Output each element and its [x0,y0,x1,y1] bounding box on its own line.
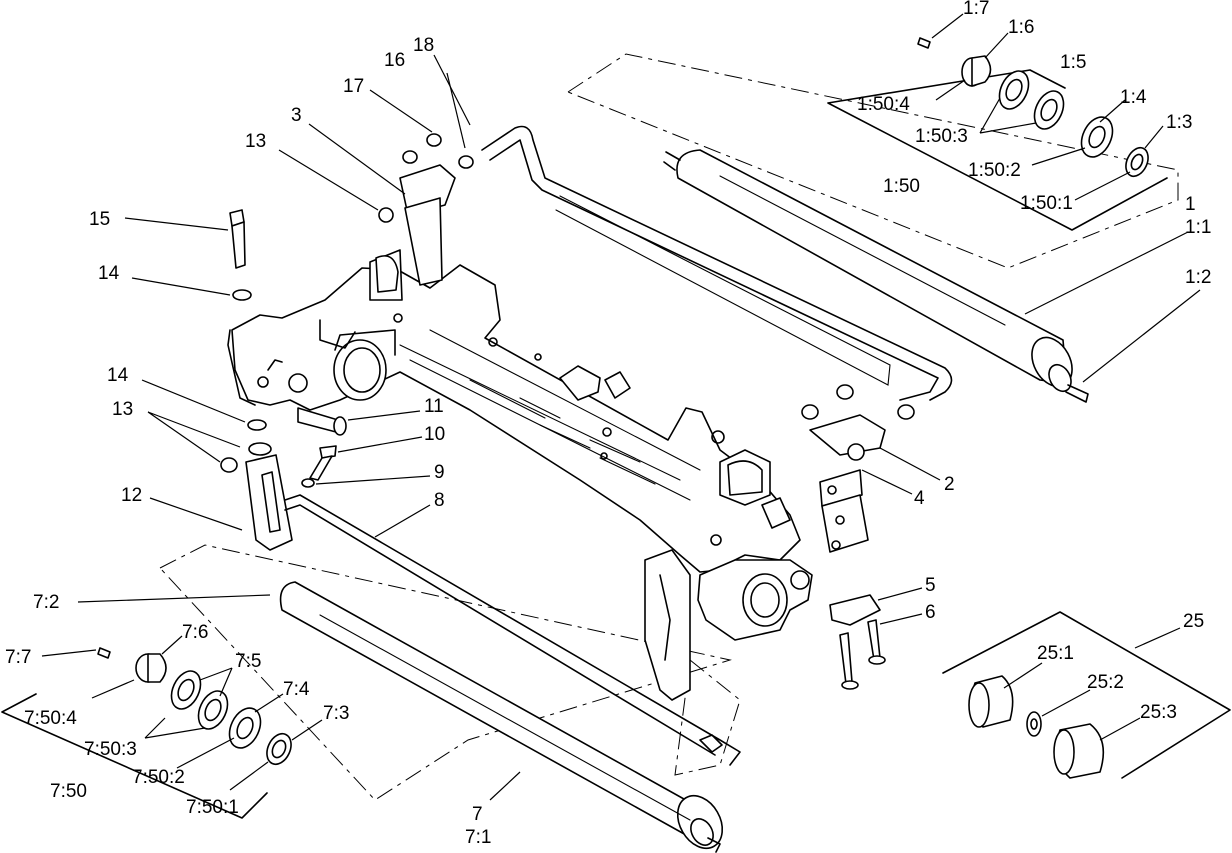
label-1-2: 1:2 [1185,267,1211,288]
label-8: 8 [434,490,445,511]
leader-lines [41,13,1201,801]
label-14-top: 14 [98,263,120,284]
label-10: 10 [424,424,445,445]
label-7-3: 7:3 [323,703,349,724]
upper-roller [663,149,1089,403]
label-4: 4 [914,488,925,509]
label-18: 18 [413,35,434,56]
label-15: 15 [89,209,110,230]
label-2: 2 [944,474,955,495]
label-25-1: 25:1 [1037,643,1074,664]
label-7-50-1: 7:50:1 [186,797,239,818]
label-7-7: 7:7 [5,647,31,668]
phantom-outlines [159,53,1179,801]
label-7-6: 7:6 [182,622,208,643]
label-13-top: 13 [245,131,266,152]
left-small-parts [220,133,474,551]
label-3: 3 [291,105,302,126]
label-7-50-2: 7:50:2 [132,767,185,788]
lower-roller [279,494,741,853]
label-1-1: 1:1 [1185,217,1211,238]
tube-rod [481,125,953,401]
upper-bearing-stack [917,37,1149,178]
label-9: 9 [434,462,445,483]
label-25: 25 [1183,611,1204,632]
label-13-mid: 13 [112,399,133,420]
label-1-50-1: 1:50:1 [1020,193,1073,214]
label-16: 16 [384,50,405,71]
label-7-5: 7:5 [235,651,261,672]
callout-labels: 1:7 1:6 1:5 1:50:4 1:4 1:50:3 1:3 1:50:2… [5,0,1211,848]
label-25-2: 25:2 [1087,672,1124,693]
label-5: 5 [925,575,936,596]
label-1-4: 1:4 [1120,87,1147,108]
label-1-50: 1:50 [883,176,920,197]
label-7-50-4: 7:50:4 [24,708,77,729]
label-1-6: 1:6 [1008,17,1034,38]
group-brackets [1,69,1231,819]
label-11: 11 [424,396,444,417]
label-7: 7 [472,804,483,825]
main-frame [227,249,813,701]
lower-bearing-stack [97,647,292,766]
label-1-5: 1:5 [1060,52,1086,73]
right-hardware [801,384,915,690]
label-7-4: 7:4 [283,679,310,700]
kit-25-parts [968,675,1105,779]
label-7-1: 7:1 [465,827,491,848]
label-1-50-3: 1:50:3 [915,126,968,147]
label-7-50: 7:50 [50,781,87,802]
label-12: 12 [121,485,142,506]
label-6: 6 [925,602,936,623]
label-7-2: 7:2 [33,592,59,613]
label-1: 1 [1185,194,1196,215]
label-1-50-2: 1:50:2 [968,160,1021,181]
label-1-50-4: 1:50:4 [857,94,910,115]
label-7-50-3: 7:50:3 [84,739,137,760]
label-14-mid: 14 [107,365,129,386]
label-17: 17 [343,76,364,97]
label-25-3: 25:3 [1140,702,1177,723]
label-1-7: 1:7 [963,0,989,19]
label-1-3: 1:3 [1166,112,1192,133]
